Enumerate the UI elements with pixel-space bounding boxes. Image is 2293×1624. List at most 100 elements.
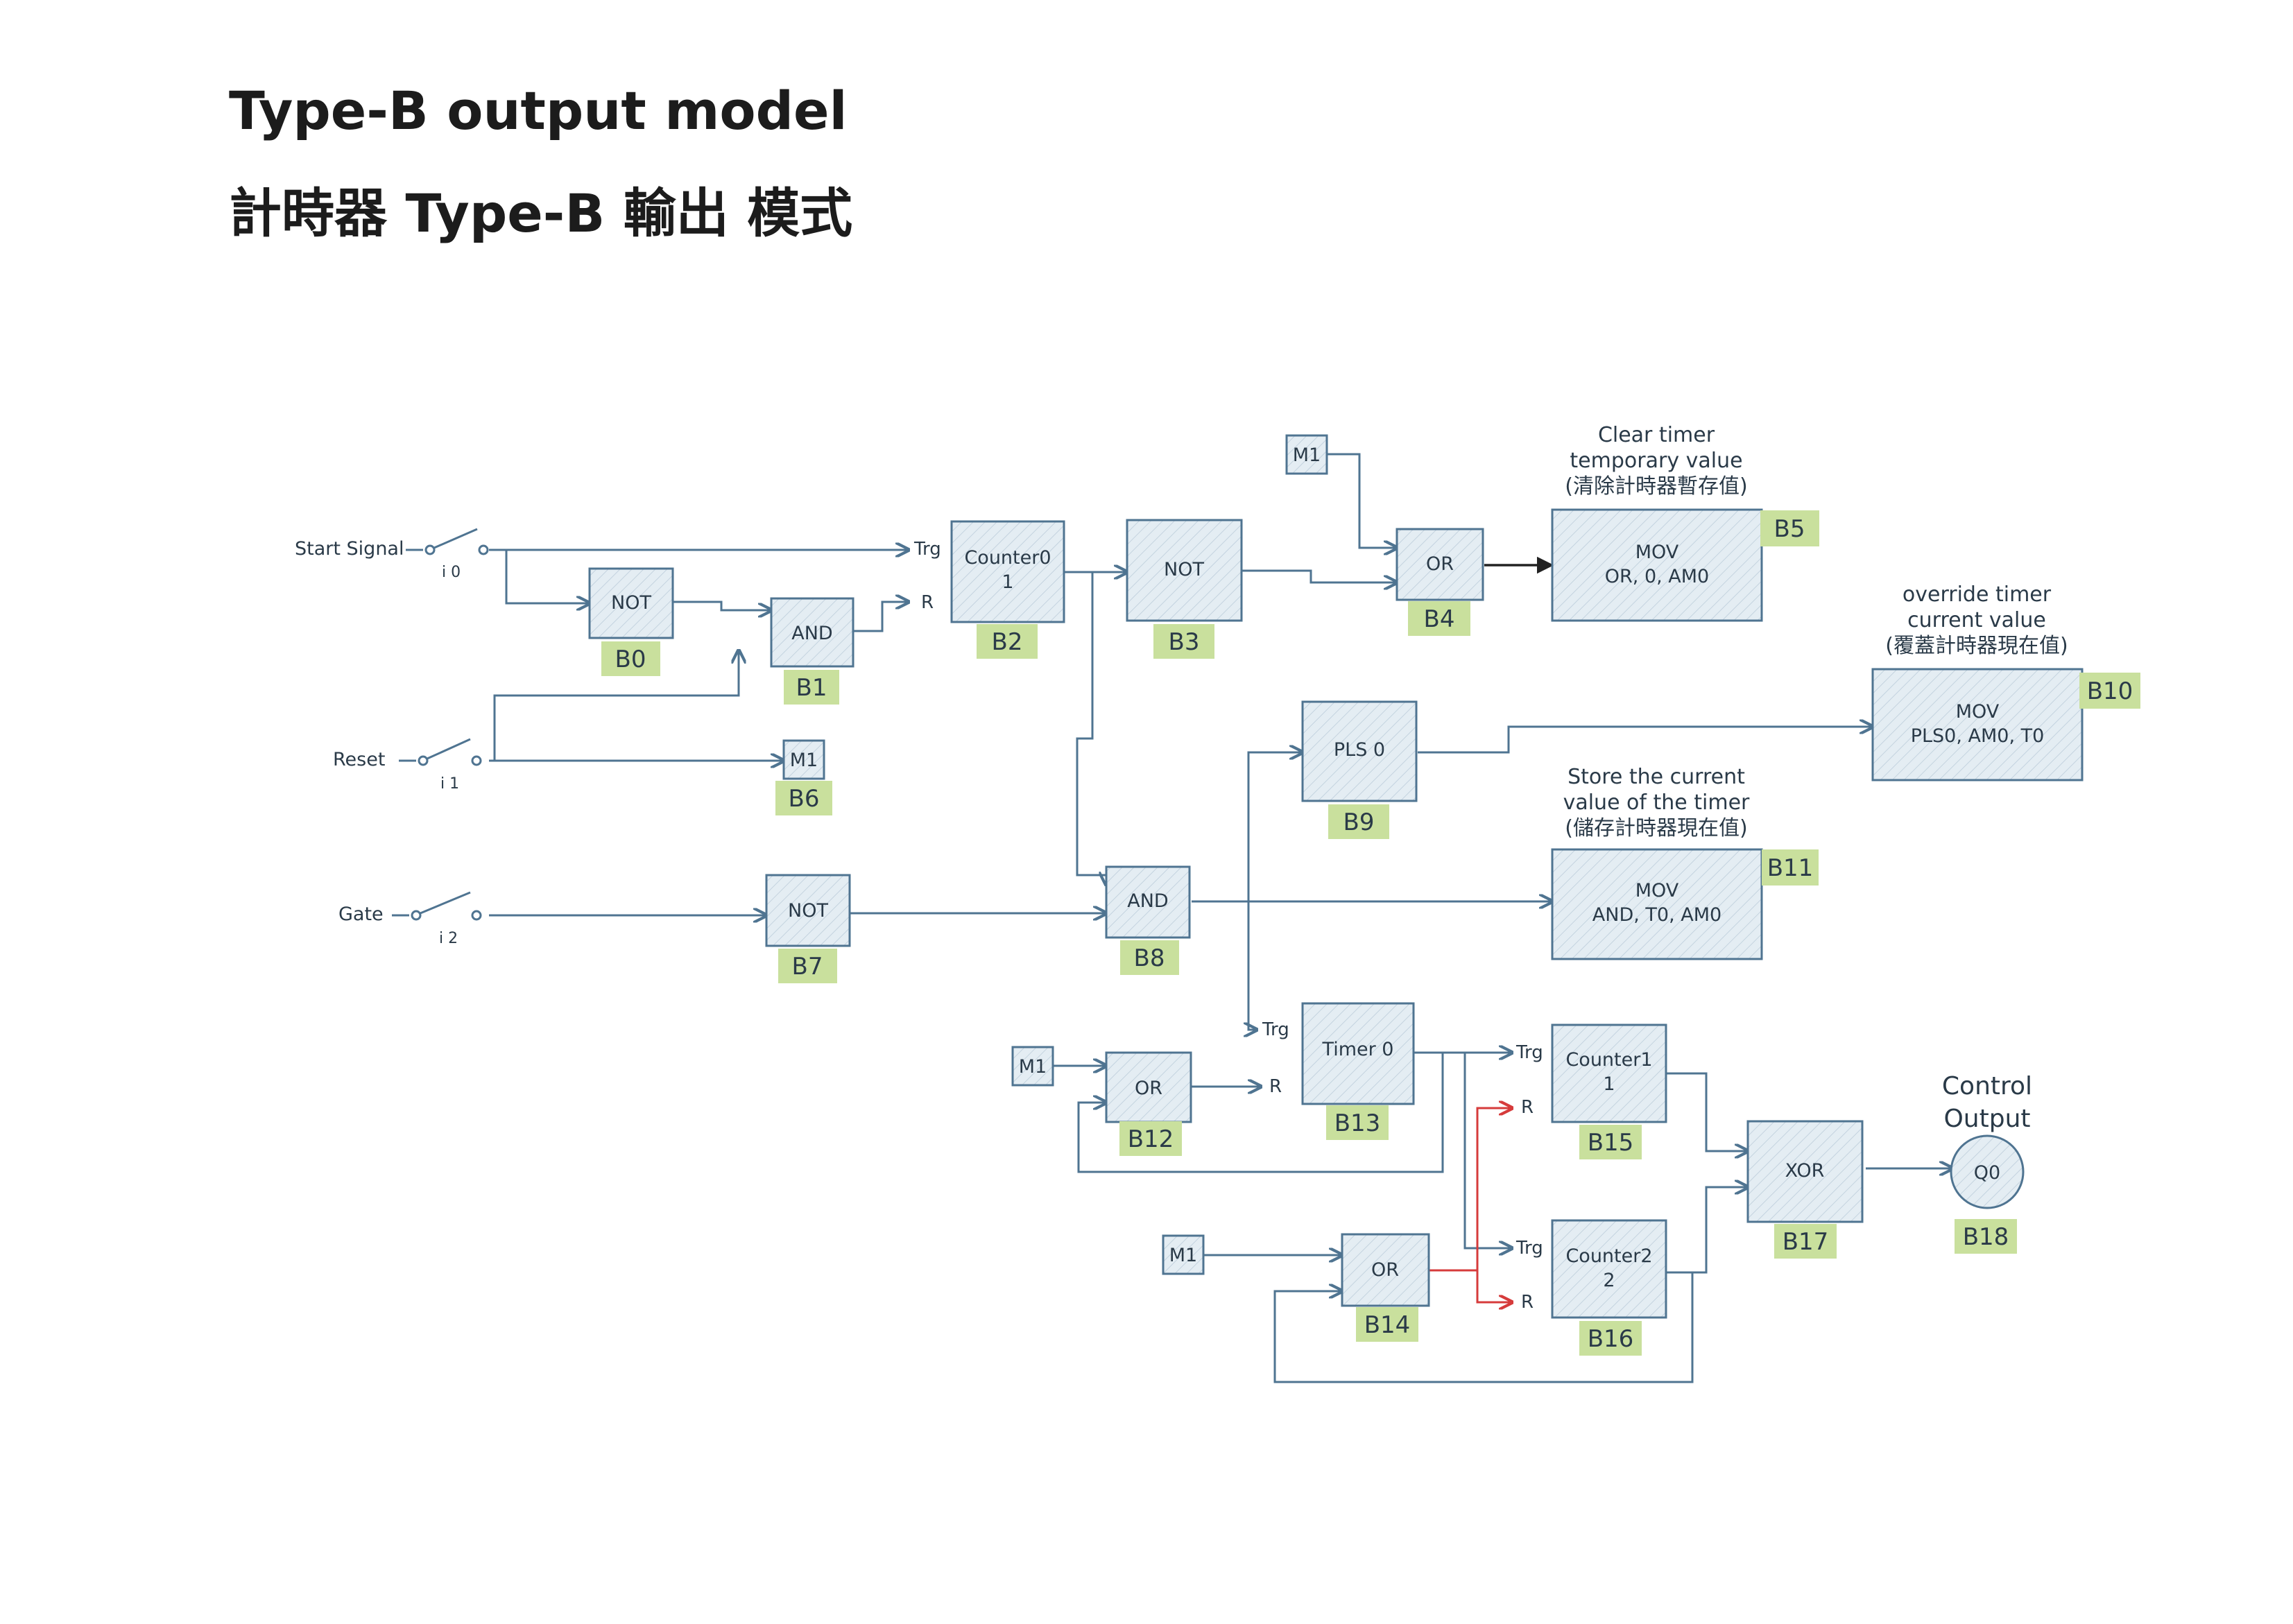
block-b2: Counter0 1 B2 [950, 520, 1065, 659]
m1-contact-b12: M1 [1011, 1046, 1054, 1087]
counter0-trg-pin: Trg [913, 539, 941, 560]
page-title: Type-B output model [229, 80, 848, 141]
i0-label: i 0 [442, 564, 461, 581]
block-b5-line1: MOV [1635, 542, 1679, 563]
block-b12-label: B12 [1128, 1125, 1174, 1153]
m1-b14-text: M1 [1169, 1245, 1197, 1266]
start-signal-switch: Start Signal i 0 [295, 528, 489, 581]
block-b1: AND B1 [770, 597, 854, 705]
block-b9-label: B9 [1343, 809, 1375, 836]
note-clear-line2: temporary value [1570, 449, 1742, 473]
counter1-trg-pin: Trg [1515, 1042, 1543, 1063]
m1-contact-b14: M1 [1162, 1234, 1205, 1275]
reset-label: Reset [333, 749, 385, 770]
reset-switch: Reset i 1 [333, 738, 482, 793]
block-b5: MOV OR, 0, AM0 B5 [1551, 508, 1819, 622]
block-b7-label: B7 [792, 953, 823, 981]
block-b15-line1: Counter1 [1565, 1049, 1652, 1071]
block-b11-line2: AND, T0, AM0 [1592, 904, 1721, 926]
timer0-r-pin: R [1269, 1076, 1282, 1097]
block-b16-label: B16 [1588, 1325, 1634, 1353]
note-store-line2: value of the timer [1563, 791, 1750, 815]
block-b2-line2: 1 [1002, 571, 1013, 593]
note-clear-timer: Clear timer temporary value (清除計時器暫存值) [1565, 423, 1747, 499]
timer0-trg-pin: Trg [1262, 1019, 1289, 1040]
block-b11: MOV AND, T0, AM0 B11 [1551, 848, 1819, 960]
block-b3: NOT B3 [1126, 519, 1243, 659]
gate-label: Gate [338, 904, 384, 925]
block-b18: Q0 B18 [1950, 1134, 2025, 1254]
note-override-line2: current value [1907, 608, 2046, 632]
block-b4-text: OR [1426, 553, 1454, 575]
block-b17: XOR B17 [1746, 1120, 1864, 1259]
block-b18-label: B18 [1963, 1223, 2009, 1251]
block-b0: NOT B0 [588, 567, 674, 676]
block-b10-line2: PLS0, AM0, T0 [1911, 725, 2045, 747]
block-b6-text: M1 [790, 750, 818, 771]
note-override-timer: override timer current value (覆蓋計時器現在值) [1885, 582, 2068, 658]
note-override-line1: override timer [1903, 582, 2052, 607]
note-override-line3: (覆蓋計時器現在值) [1885, 634, 2068, 658]
counter2-trg-pin: Trg [1515, 1238, 1543, 1259]
block-b7-text: NOT [788, 900, 828, 922]
block-b13-label: B13 [1334, 1109, 1381, 1137]
block-b10-label: B10 [2087, 677, 2133, 705]
note-store-line3: (儲存計時器現在值) [1565, 816, 1747, 840]
control-line1: Control [1942, 1072, 2032, 1100]
note-store-line1: Store the current [1568, 765, 1745, 789]
counter1-r-pin: R [1521, 1097, 1534, 1118]
block-b11-line1: MOV [1635, 880, 1679, 901]
block-b8-label: B8 [1134, 944, 1165, 972]
block-b7: NOT B7 [765, 874, 851, 983]
m1-top-text: M1 [1293, 444, 1321, 466]
note-control-output: Control Output [1942, 1072, 2032, 1133]
block-b12-text: OR [1135, 1078, 1162, 1099]
block-b1-label: B1 [796, 674, 827, 702]
block-b2-line1: Counter0 [964, 547, 1051, 569]
counter0-r-pin: R [921, 592, 934, 613]
pin-labels: Trg R Trg R Trg R Trg R [913, 539, 1543, 1313]
gate-switch: Gate i 2 [338, 891, 482, 947]
block-b3-text: NOT [1164, 559, 1204, 580]
i2-label: i 2 [439, 930, 458, 947]
note-store-timer: Store the current value of the timer (儲存… [1563, 765, 1750, 840]
block-b11-label: B11 [1767, 854, 1814, 882]
block-b15: Counter1 1 B15 [1551, 1023, 1667, 1159]
m1-b12-text: M1 [1019, 1056, 1047, 1078]
block-b10-line1: MOV [1956, 701, 2000, 723]
m1-contact-top: M1 [1285, 434, 1328, 475]
note-clear-line1: Clear timer [1598, 423, 1715, 447]
page-subtitle: 計時器 Type-B 輸出 模式 [229, 182, 853, 244]
note-clear-line3: (清除計時器暫存值) [1565, 474, 1747, 499]
block-b8-text: AND [1127, 890, 1168, 912]
block-b14: OR B14 [1341, 1233, 1430, 1342]
control-line2: Output [1943, 1105, 2030, 1133]
block-b3-label: B3 [1169, 628, 1200, 656]
block-b5-label: B5 [1774, 515, 1805, 543]
i1-label: i 1 [440, 775, 459, 793]
block-b6: M1 B6 [775, 739, 832, 815]
block-b2-label: B2 [992, 628, 1023, 656]
block-b12: OR B12 [1105, 1051, 1192, 1156]
title-block: Type-B output model 計時器 Type-B 輸出 模式 [229, 76, 852, 282]
block-b5-line2: OR, 0, AM0 [1605, 566, 1709, 587]
block-b8: AND B8 [1105, 865, 1191, 975]
block-b4-label: B4 [1424, 605, 1455, 633]
block-b16: Counter2 2 B16 [1551, 1219, 1667, 1356]
block-b13-text: Timer 0 [1322, 1039, 1394, 1060]
block-b4: OR B4 [1395, 528, 1484, 636]
block-b17-label: B17 [1783, 1228, 1829, 1256]
block-b6-label: B6 [789, 785, 820, 813]
block-b18-text: Q0 [1974, 1162, 2000, 1184]
block-b17-text: XOR [1785, 1160, 1825, 1182]
block-b13: Timer 0 B13 [1301, 1002, 1415, 1140]
block-b16-line2: 2 [1603, 1270, 1615, 1291]
block-b9-text: PLS 0 [1334, 739, 1385, 761]
block-b0-text: NOT [611, 592, 651, 614]
block-b10: MOV PLS0, AM0, T0 B10 [1871, 668, 2140, 781]
block-b1-text: AND [791, 623, 832, 644]
block-b14-text: OR [1371, 1259, 1399, 1281]
counter2-r-pin: R [1521, 1292, 1534, 1313]
block-b16-line1: Counter2 [1565, 1245, 1652, 1267]
